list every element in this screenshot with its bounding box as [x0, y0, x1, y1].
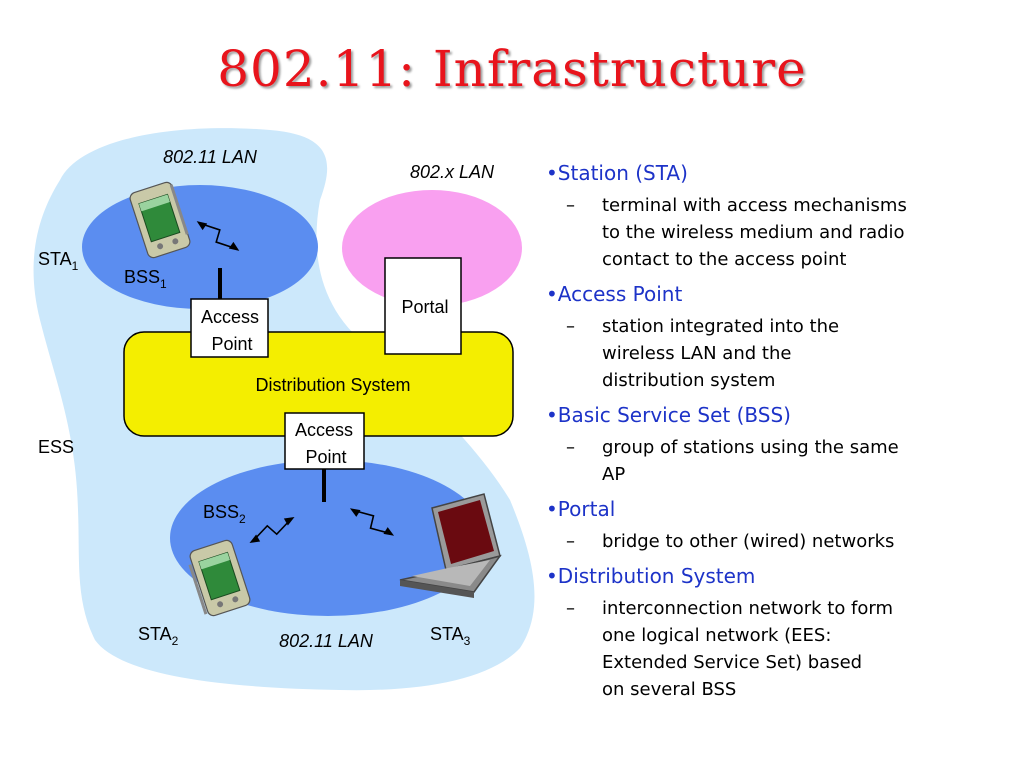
- bullet-portal-heading: •Portal: [546, 497, 616, 521]
- access-point-1-label-line2: Point: [211, 334, 252, 354]
- access-point-2-box: [284, 412, 365, 470]
- lan-label-bottom: 802.11 LAN: [279, 631, 374, 651]
- bss2-ellipse: [170, 460, 486, 616]
- bss1-ellipse: [82, 185, 318, 309]
- bullet-station-heading: •Station (STA): [546, 161, 688, 185]
- pda-icon: [188, 539, 251, 617]
- bullet-bss-heading: •Basic Service Set (BSS): [546, 403, 791, 427]
- sta2-label: STA2: [138, 624, 179, 648]
- laptop-icon: [399, 493, 502, 598]
- ap1-antenna: [218, 268, 222, 300]
- slide-title: 802.11: Infrastructure: [217, 40, 807, 98]
- bss1-label: BSS1: [124, 267, 167, 291]
- radio-link-icon: [249, 517, 295, 543]
- access-point-2-label-line1: Access: [295, 420, 353, 440]
- ap2-antenna: [322, 468, 326, 502]
- access-point-1-label-line1: Access: [201, 307, 259, 327]
- radio-link-icon: [196, 221, 240, 251]
- bullet-portal-text: –bridge to other (wired) networks: [566, 531, 895, 552]
- bss2-label: BSS2: [203, 502, 246, 526]
- definition-list: •Station (STA) –terminal with access mec…: [546, 160, 1016, 711]
- distribution-system-label: Distribution System: [255, 375, 410, 395]
- radio-link-icon: [349, 508, 395, 536]
- pda-icon: [129, 181, 191, 259]
- lan-label-top: 802.11 LAN: [163, 147, 258, 167]
- bullet-access-point-heading: •Access Point: [546, 282, 683, 306]
- ess-label: ESS: [38, 437, 74, 457]
- bullet-distribution-system-heading: •Distribution System: [546, 564, 756, 588]
- portal-box: [384, 257, 462, 355]
- portal-label: Portal: [401, 297, 448, 317]
- xlan-label: 802.x LAN: [410, 162, 495, 182]
- access-point-1-box: [190, 298, 269, 358]
- sta3-label: STA3: [430, 624, 471, 648]
- access-point-2-label-line2: Point: [305, 447, 346, 467]
- sta1-label: STA1: [38, 249, 79, 273]
